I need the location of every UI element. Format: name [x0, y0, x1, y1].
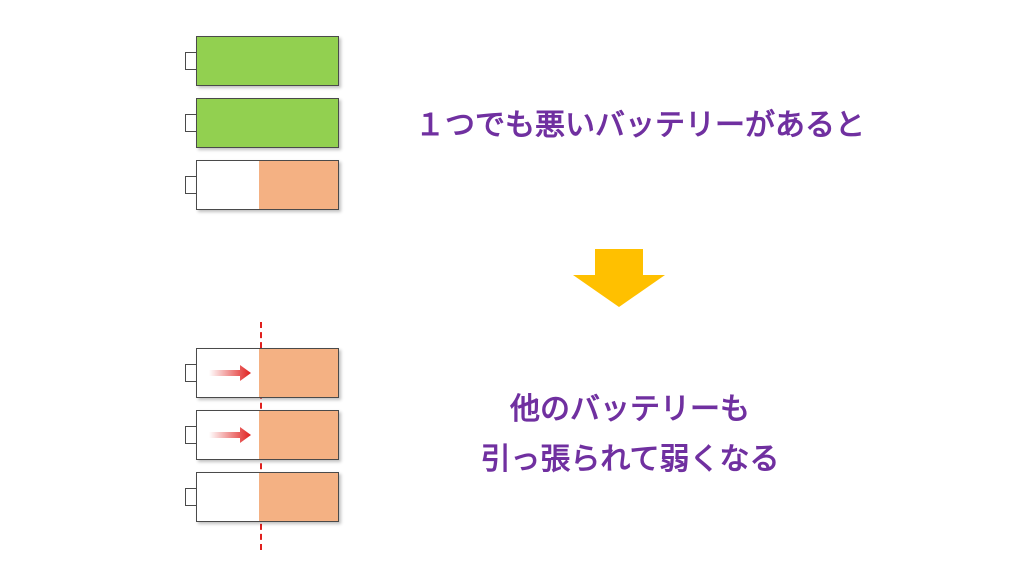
battery-charge-fill [197, 37, 338, 85]
down-arrow-icon [573, 249, 665, 307]
battery-charge-fill [259, 349, 338, 397]
bottom-caption-line2: 引っ張られて弱くなる [480, 442, 780, 477]
battery-body [196, 36, 339, 86]
battery-after-2 [185, 410, 339, 460]
battery-body [196, 472, 339, 522]
battery-body [196, 98, 339, 148]
battery-before-1 [185, 36, 339, 86]
battery-charge-fill [259, 473, 338, 521]
battery-charge-fill [259, 411, 338, 459]
right-arrow-icon [209, 365, 251, 381]
battery-body [196, 160, 339, 210]
battery-before-2 [185, 98, 339, 148]
top-caption: １つでも悪いバッテリーがあると [415, 108, 865, 143]
battery-charge-fill [259, 161, 338, 209]
bottom-caption-line1: 他のバッテリーも [510, 392, 750, 427]
right-arrow-icon [209, 427, 251, 443]
battery-before-3 [185, 160, 339, 210]
battery-after-3 [185, 472, 339, 522]
battery-charge-fill [197, 99, 338, 147]
battery-after-1 [185, 348, 339, 398]
